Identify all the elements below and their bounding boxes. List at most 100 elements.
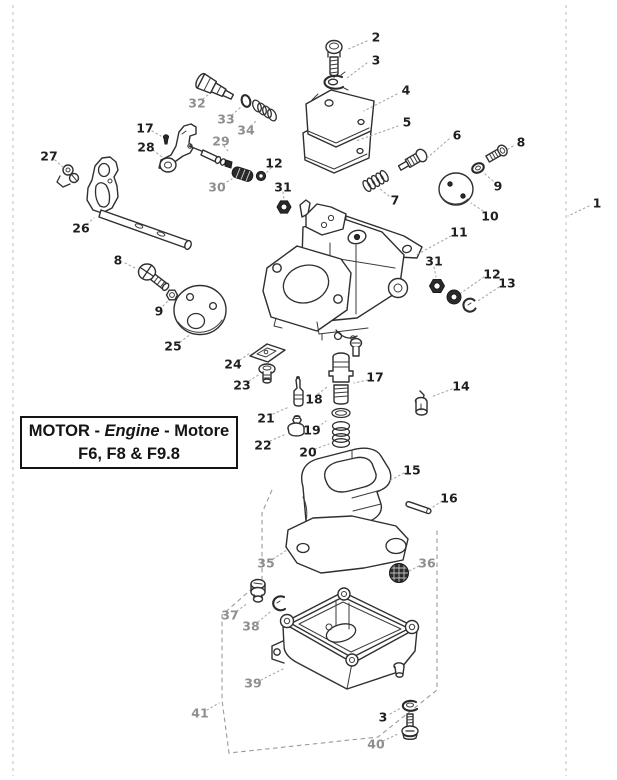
part-label-12-23: 12 — [265, 156, 282, 171]
leader-line-14-36 — [430, 388, 453, 398]
part-label-17-35: 17 — [366, 370, 383, 385]
part-label-4-3: 4 — [402, 83, 411, 98]
part-35-bowl-gasket — [285, 515, 409, 574]
leader-line-27-16 — [54, 159, 65, 169]
part-label-12-12: 12 — [483, 267, 500, 282]
part-label-5-4: 5 — [403, 115, 412, 130]
part-33-oring — [240, 94, 252, 108]
part-label-37-41: 37 — [221, 608, 238, 623]
leader-line-35-39 — [272, 549, 288, 560]
leader-line-1-0 — [567, 205, 590, 217]
part-label-14-36: 14 — [452, 379, 470, 394]
part-label-13-13: 13 — [498, 276, 515, 291]
part-8-screw-left — [137, 263, 170, 292]
part-label-22-31: 22 — [254, 438, 271, 453]
part-17-main-nozzle — [328, 337, 363, 405]
part-36-mesh-filter — [389, 563, 409, 583]
part-number-annotations: 1234567891011311213172827263233342930123… — [40, 30, 601, 752]
leader-line-17-14 — [151, 130, 162, 137]
part-34-spring — [252, 99, 277, 122]
model-title-engine-italic: Engine — [104, 421, 160, 440]
model-title-box: MOTOR - Engine - Motore F6, F8 & F9.8 — [20, 416, 238, 469]
part-28-lever — [158, 123, 197, 173]
leader-line-38-42 — [257, 611, 271, 623]
part-24-gasket — [249, 343, 286, 363]
part-27-clip — [56, 164, 80, 188]
part-30-spring — [231, 166, 254, 182]
leader-line-13-13 — [477, 286, 500, 302]
part-38-e-ring — [272, 595, 287, 612]
part-25-pump-cover — [173, 284, 227, 336]
part-label-31-11: 31 — [425, 254, 442, 269]
part-label-9-26: 9 — [155, 304, 164, 319]
leader-line-26-17 — [86, 217, 95, 225]
part-17-lever-screw — [162, 134, 170, 145]
part-26-throttle-shaft — [86, 156, 192, 251]
part-label-29-21: 29 — [212, 134, 229, 149]
part-label-26-17: 26 — [72, 221, 90, 236]
part-15-float — [300, 447, 392, 533]
part-label-2-1: 2 — [372, 30, 381, 45]
part-6-idle-screw — [397, 148, 428, 171]
part-label-39-43: 39 — [244, 676, 261, 691]
part-40-drain-screw — [401, 713, 419, 741]
part-label-11-10: 11 — [450, 225, 467, 240]
part-label-18-32: 18 — [305, 392, 322, 407]
part-label-1-0: 1 — [593, 196, 602, 211]
leader-line-3-2 — [346, 62, 368, 79]
part-label-31-24: 31 — [274, 180, 291, 195]
part-20-spring — [331, 421, 351, 448]
leader-line-36-40 — [408, 565, 420, 572]
part-label-24-28: 24 — [224, 357, 242, 372]
leader-line-31-24 — [282, 191, 285, 200]
part-label-23-29: 23 — [233, 378, 250, 393]
leader-line-25-27 — [179, 333, 192, 343]
part-label-3-45: 3 — [379, 710, 388, 725]
part-label-34-20: 34 — [237, 123, 255, 138]
part-label-21-30: 21 — [257, 411, 274, 426]
leader-line-11-10 — [415, 235, 452, 256]
leader-line-41-44 — [206, 702, 220, 711]
part-label-6-5: 6 — [453, 128, 462, 143]
part-29-link-rod — [187, 143, 233, 169]
part-label-36-40: 36 — [418, 556, 436, 571]
leader-line-18-32 — [317, 386, 328, 395]
leader-line-29-21 — [223, 145, 229, 152]
leader-line-2-1 — [345, 40, 368, 51]
leader-line-12-12 — [460, 276, 485, 294]
part-label-28-15: 28 — [137, 140, 154, 155]
model-title-line1: MOTOR - Engine - Motore — [28, 421, 230, 440]
part-31-nut-left — [276, 200, 292, 214]
leader-line-3-45 — [389, 707, 402, 715]
leader-line-7-6 — [379, 188, 390, 197]
leader-line-15-37 — [388, 472, 405, 482]
part-39-float-bowl — [271, 587, 420, 690]
part-23-screw — [258, 363, 276, 384]
model-title-line2: F6, F8 & F9.8 — [78, 444, 180, 463]
part-label-16-38: 16 — [440, 491, 458, 506]
leader-line-8-25 — [124, 262, 138, 270]
part-14-needle-valve — [414, 390, 428, 416]
part-label-19-33: 19 — [303, 423, 320, 438]
leader-line-20-34 — [314, 443, 330, 450]
part-3-clip — [323, 71, 349, 91]
part-22-screw — [287, 415, 305, 437]
part-16-float-pin — [405, 500, 432, 515]
part-11-carburetor-body — [262, 199, 423, 341]
part-label-8-25: 8 — [114, 253, 123, 268]
leader-line-32-18 — [202, 93, 210, 100]
part-9-washer-right — [471, 162, 485, 174]
leader-line-9-8 — [483, 172, 494, 182]
part-9-nut-left — [165, 289, 179, 301]
leader-line-30-22 — [222, 178, 233, 185]
part-label-35-39: 35 — [257, 556, 274, 571]
leader-line-22-31 — [269, 433, 287, 442]
part-label-25-27: 25 — [164, 339, 181, 354]
leader-line-8-7 — [504, 145, 514, 152]
part-32-plunger — [195, 72, 235, 100]
part-label-8-7: 8 — [517, 135, 526, 150]
part-31-nut-right — [429, 279, 445, 293]
part-37-valve-seat — [250, 578, 266, 603]
part-label-41-44: 41 — [191, 706, 208, 721]
